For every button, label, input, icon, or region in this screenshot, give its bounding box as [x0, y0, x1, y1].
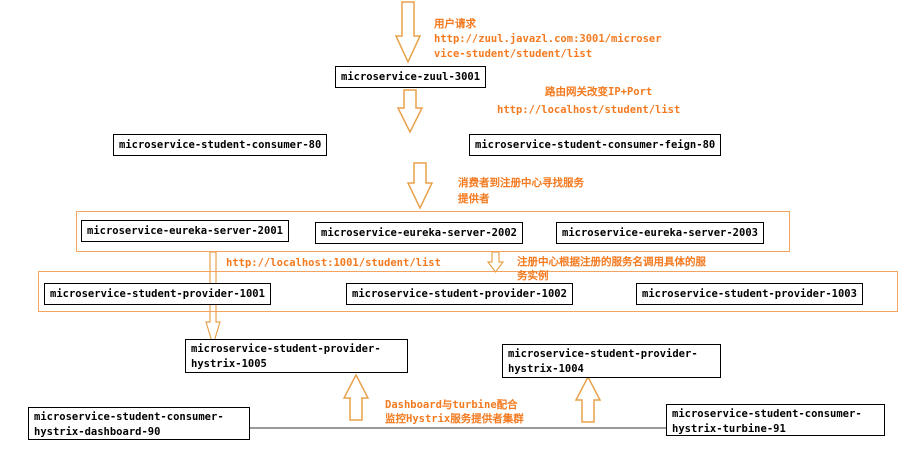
- node-eureka-server-2001: microservice-eureka-server-2001: [81, 220, 289, 242]
- node-student-provider-hystrix-1004: microservice-student-provider-hystrix-10…: [502, 344, 721, 378]
- node-zuul-3001: microservice-zuul-3001: [335, 66, 487, 88]
- node-student-provider-1002: microservice-student-provider-1002: [346, 283, 573, 305]
- node-student-consumer-feign-80: microservice-student-consumer-feign-80: [469, 134, 722, 156]
- note-consumer-lookup: 消费者到注册中心寻找服务提供者: [458, 177, 584, 205]
- node-student-provider-1003: microservice-student-provider-1003: [636, 283, 863, 305]
- arrow-user-request: [394, 1, 422, 64]
- arrow-consumers-to-eureka: [406, 162, 434, 210]
- note-user-request-title: 用户请求: [434, 18, 476, 30]
- eureka-cluster-group: [76, 211, 790, 252]
- note-provider-url: http://localhost:1001/student/list: [226, 257, 441, 269]
- arrow-turbine-to-hystrix-1004: [574, 375, 602, 423]
- arrow-dashboard-to-hystrix-1005: [342, 373, 370, 421]
- note-dashboard-turbine: Dashboard与turbine配合监控Hystrix服务提供者集群: [385, 399, 524, 425]
- arrow-zuul-to-consumers: [396, 89, 424, 134]
- node-consumer-hystrix-dashboard-90: microservice-student-consumer-hystrix-da…: [28, 407, 250, 440]
- note-gateway-url: http://localhost/student/list: [497, 104, 681, 116]
- node-student-provider-hystrix-1005: microservice-student-provider-hystrix-10…: [185, 339, 408, 373]
- node-student-consumer-80: microservice-student-consumer-80: [113, 134, 328, 156]
- node-eureka-server-2003: microservice-eureka-server-2003: [556, 222, 764, 244]
- provider-cluster-group: [38, 271, 898, 312]
- note-user-request-url: http://zuul.javazl.com:3001/microservice…: [434, 33, 662, 60]
- note-registry-call: 注册中心根据注册的服务名调用具体的服务实例: [517, 256, 706, 282]
- node-student-provider-1001: microservice-student-provider-1001: [44, 283, 271, 305]
- note-gateway-title: 路由网关改变IP+Port: [545, 86, 653, 98]
- arrow-eureka-to-providers: [486, 251, 505, 273]
- node-eureka-server-2002: microservice-eureka-server-2002: [315, 222, 523, 244]
- node-consumer-hystrix-turbine-91: microservice-student-consumer-hystrix-tu…: [666, 404, 885, 436]
